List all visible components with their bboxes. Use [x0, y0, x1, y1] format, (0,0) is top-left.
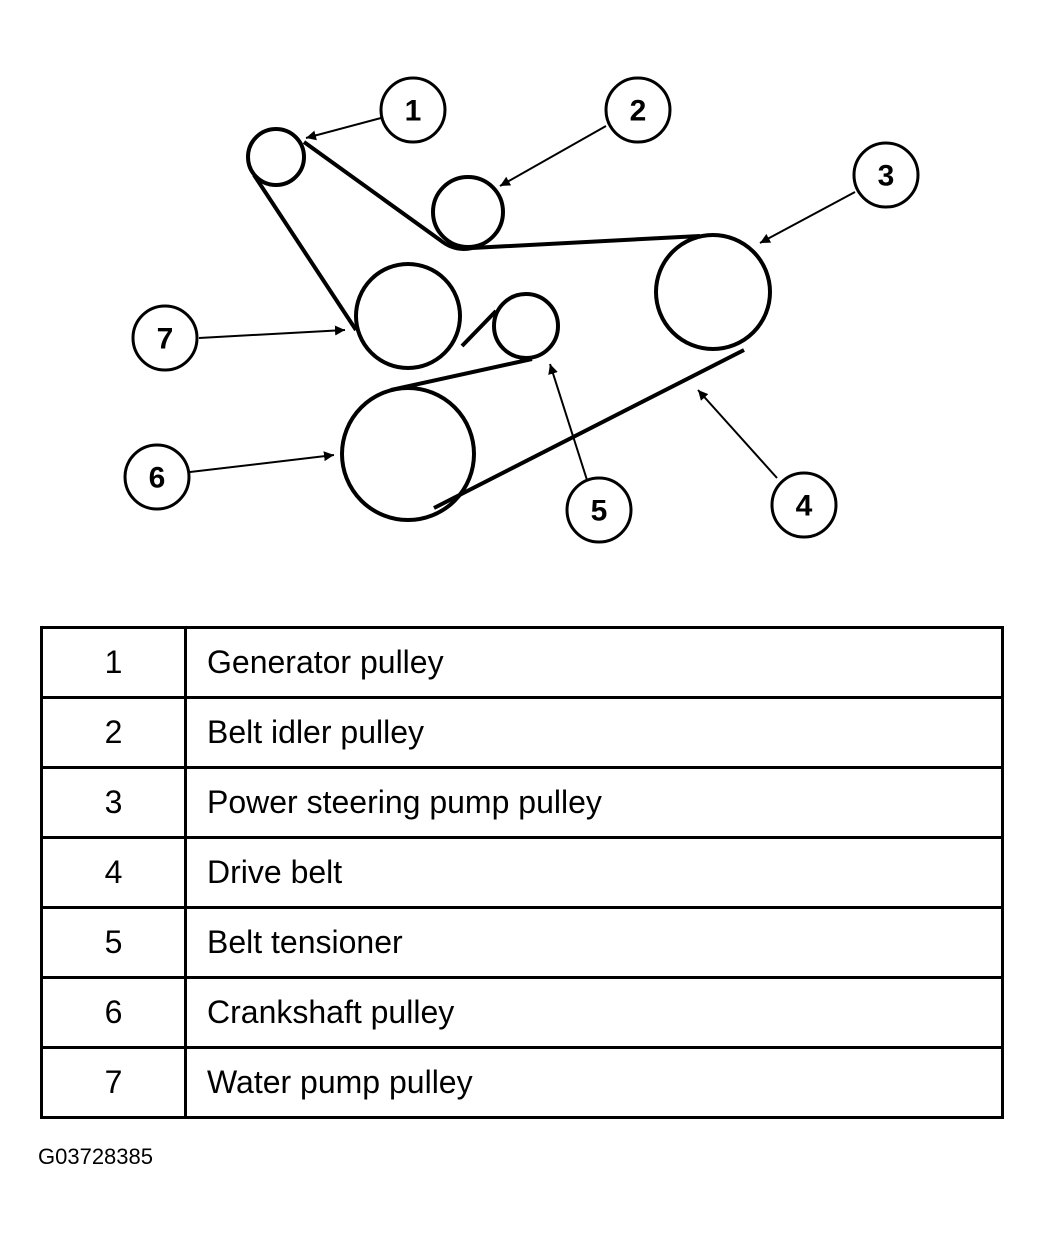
part-label: Drive belt	[184, 836, 1004, 909]
callout-1-circle	[379, 76, 447, 144]
part-number: 6	[40, 976, 187, 1049]
parts-legend-table: 1 Generator pulley 2 Belt idler pulley 3…	[40, 626, 1004, 1119]
part-label: Water pump pulley	[184, 1046, 1004, 1119]
part-number: 4	[40, 836, 187, 909]
belt-tensioner-pulley	[492, 292, 560, 360]
callout-6-number: 6	[149, 462, 166, 495]
crankshaft-pulley	[340, 386, 476, 522]
table-row: 6 Crankshaft pulley	[40, 976, 1004, 1049]
callout-3-number: 3	[878, 160, 895, 193]
part-label: Power steering pump pulley	[184, 766, 1004, 839]
callout-3-leader	[759, 191, 856, 244]
callout-4-circle	[770, 471, 838, 539]
power-steering-pump-pulley	[654, 233, 772, 351]
callout-6-leader	[189, 451, 335, 473]
generator-pulley	[246, 127, 306, 187]
callout-5-number: 5	[591, 495, 608, 528]
callout-7-number: 7	[157, 323, 174, 356]
callout-2-number: 2	[630, 95, 647, 128]
table-row: 3 Power steering pump pulley	[40, 766, 1004, 839]
callout-6-circle	[123, 443, 191, 511]
table-row: 4 Drive belt	[40, 836, 1004, 909]
figure-code: G03728385	[38, 1144, 153, 1169]
callout-2-circle	[604, 76, 672, 144]
part-number: 5	[40, 906, 187, 979]
part-label: Generator pulley	[184, 626, 1004, 699]
table-row: 2 Belt idler pulley	[40, 696, 1004, 769]
part-number: 7	[40, 1046, 187, 1119]
drive-belt	[252, 140, 745, 510]
callout-2-leader	[499, 125, 607, 187]
part-number: 3	[40, 766, 187, 839]
callout-5-circle	[565, 476, 633, 544]
table-row: 5 Belt tensioner	[40, 906, 1004, 979]
belt-routing-diagram: 1 2 3 4 5 6 7	[123, 76, 920, 544]
table-row: 1 Generator pulley	[40, 626, 1004, 699]
callout-1-leader	[305, 117, 382, 141]
part-number: 2	[40, 696, 187, 769]
table-row: 7 Water pump pulley	[40, 1046, 1004, 1119]
belt-idler-pulley	[431, 175, 505, 249]
water-pump-pulley	[354, 262, 462, 370]
part-label: Crankshaft pulley	[184, 976, 1004, 1049]
part-label: Belt tensioner	[184, 906, 1004, 979]
callout-1-number: 1	[405, 95, 422, 128]
callout-7-circle	[131, 304, 199, 372]
callout-4-number: 4	[796, 490, 813, 523]
callout-4-leader	[697, 389, 778, 479]
part-number: 1	[40, 626, 187, 699]
part-label: Belt idler pulley	[184, 696, 1004, 769]
callout-3-circle	[852, 141, 920, 209]
callout-5-leader	[548, 363, 588, 481]
callout-7-leader	[198, 325, 346, 339]
